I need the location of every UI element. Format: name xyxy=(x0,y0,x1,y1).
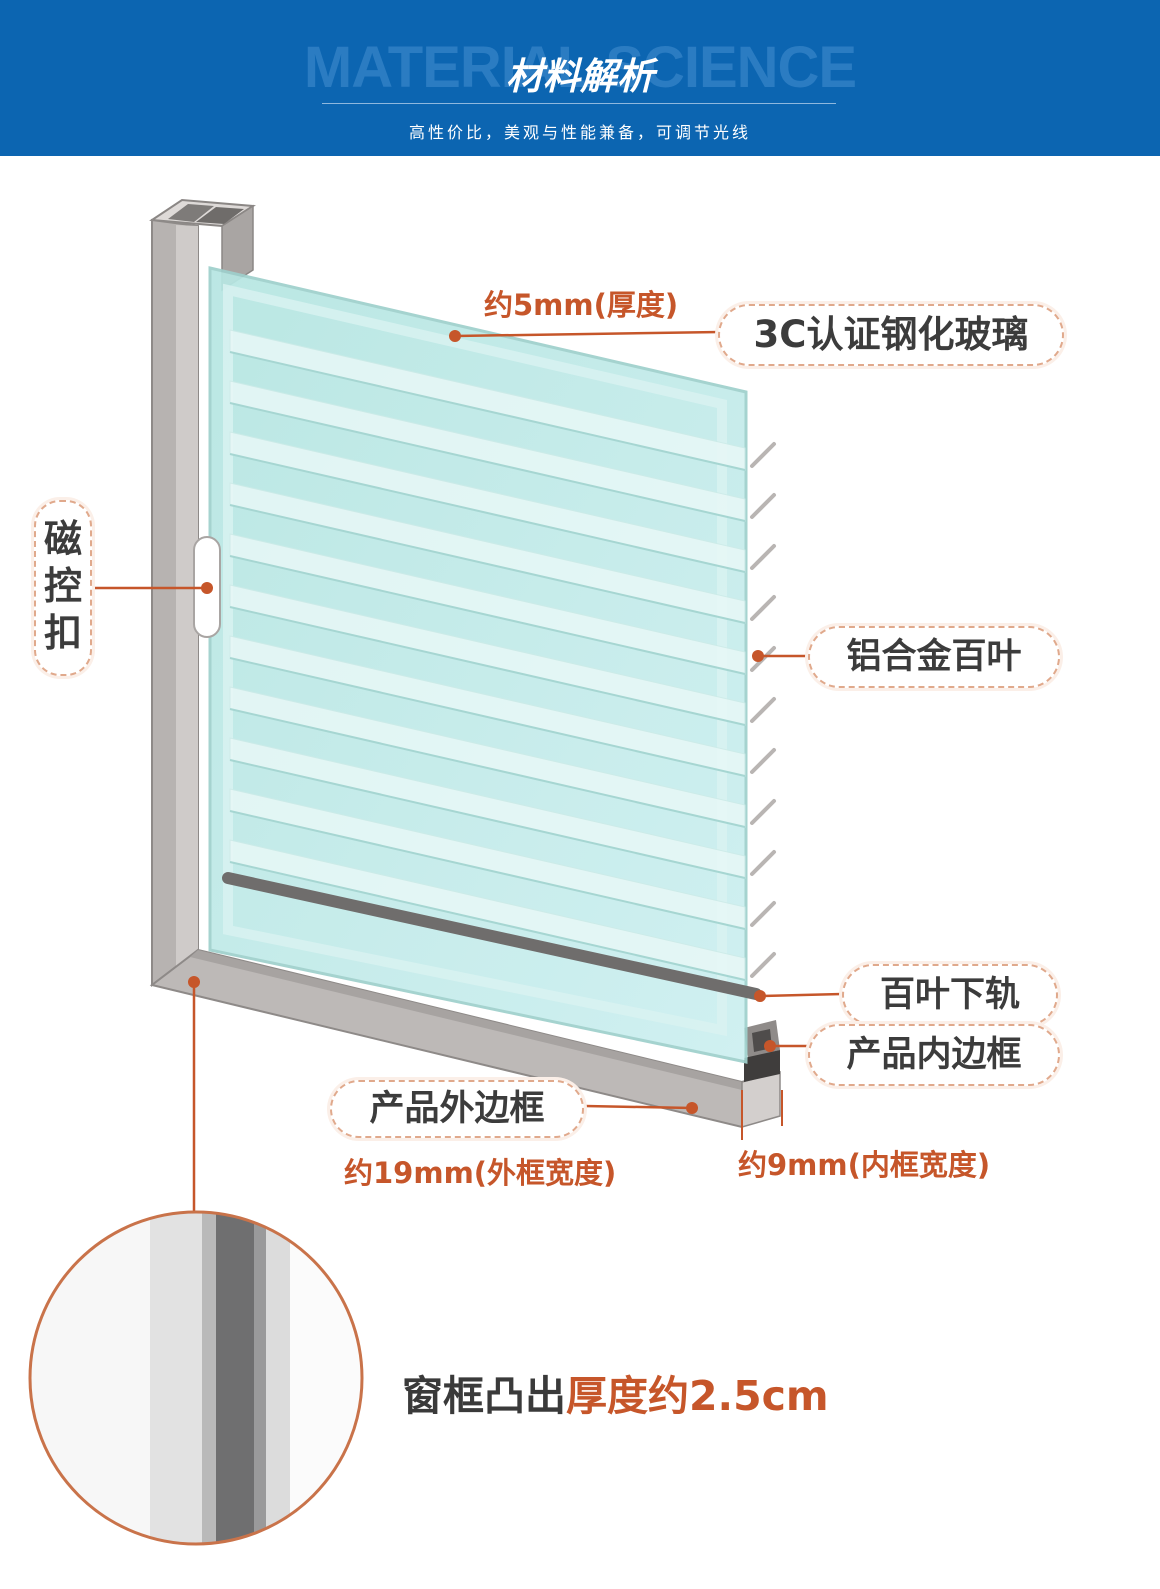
leader-lines xyxy=(95,330,843,1212)
louver-edge-tick xyxy=(750,748,776,774)
inner-frame-channel xyxy=(744,1020,780,1082)
header-title: 材料解析 xyxy=(506,55,654,98)
louver-edge-tick xyxy=(750,595,776,621)
louver-slat-edge xyxy=(229,555,746,675)
caption-part2: 厚度约2.5cm xyxy=(566,1372,829,1420)
louver-slat-edge xyxy=(229,351,746,471)
louver-slat-edge xyxy=(229,810,746,930)
inner-frame-width-label: 约9mm(内框宽度) xyxy=(738,1148,991,1182)
magnet-lock-text: 磁控扣 xyxy=(43,517,82,655)
outer-frame-top-profile xyxy=(149,198,257,292)
outer-frame-label: 产品外边框 xyxy=(330,1080,584,1138)
header-divider xyxy=(322,103,836,104)
louver-bottom-rail xyxy=(222,872,762,1000)
louver-slat-edge xyxy=(229,402,746,522)
frame-protrusion-caption: 窗框凸出厚度约2.5cm xyxy=(402,1362,829,1422)
bottom-rail-label: 百叶下轨 xyxy=(842,964,1058,1026)
louver-slat-edge xyxy=(229,759,746,879)
louver-edge-tick xyxy=(750,442,776,468)
louver-edge-ticks xyxy=(750,442,776,978)
louver-slats xyxy=(229,329,746,981)
louver-slat-edge xyxy=(229,606,746,726)
louver-slat-edge xyxy=(229,504,746,624)
zoom-detail-circle xyxy=(28,1210,364,1546)
glass-label: 3C认证钢化玻璃 xyxy=(718,304,1064,366)
louver-slat-edge xyxy=(229,657,746,777)
outer-frame-width-label: 约19mm(外框宽度) xyxy=(344,1156,617,1190)
inner-frame-label: 产品内边框 xyxy=(808,1024,1060,1086)
caption-part1: 窗框凸出 xyxy=(402,1372,566,1420)
header-subtitle: 高性价比，美观与性能兼备，可调节光线 xyxy=(408,123,751,142)
glass-thickness-label: 约5mm(厚度) xyxy=(484,288,679,322)
leader-dots xyxy=(188,330,776,1114)
louver-edge-tick xyxy=(750,493,776,519)
louver-edge-tick xyxy=(750,901,776,927)
magnet-lock-label: 磁控扣 xyxy=(34,500,92,676)
louver-label: 铝合金百叶 xyxy=(808,626,1060,688)
louver-edge-tick xyxy=(750,544,776,570)
louver-edge-tick xyxy=(750,799,776,825)
header-background-word: MATERIAL SCIENCE xyxy=(303,35,857,100)
louver-slat-edge xyxy=(229,453,746,573)
dimension-ticks xyxy=(741,1090,783,1140)
louver-edge-tick xyxy=(750,952,776,978)
louver-slat-edge xyxy=(229,861,746,981)
louver-slat-edge xyxy=(229,708,746,828)
header-banner: MATERIAL SCIENCE 材料解析 高性价比，美观与性能兼备，可调节光线 xyxy=(0,0,1160,156)
louver-edge-tick xyxy=(750,697,776,723)
louver-edge-tick xyxy=(750,850,776,876)
